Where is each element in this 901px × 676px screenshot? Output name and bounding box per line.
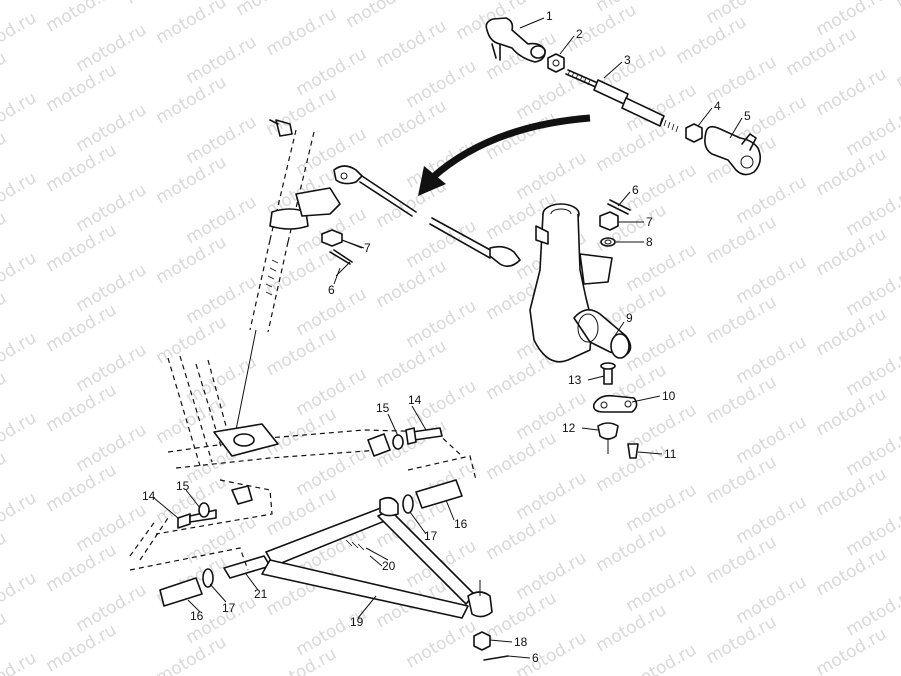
watermark-text: motod.ru [0,288,10,344]
callout-1: 1 [546,9,553,23]
leader-lines [153,17,743,659]
callout-6-knuckle: 6 [632,183,639,197]
callout-6-column: 6 [328,283,335,297]
callout-7-knuckle: 7 [646,215,653,229]
watermark-text: motod.ru [0,528,10,584]
watermark-text: motod.ru [0,8,40,64]
callout-6-bottom: 6 [532,651,539,665]
inner-tie-rod [333,165,521,268]
watermark-text: motod.ru [0,128,10,184]
callout-15-left: 15 [176,479,190,493]
watermark-text: motod.ru [0,408,40,464]
assembly-arrow [418,114,591,196]
watermark-text: motod.ru [153,0,231,48]
watermark-text: motod.ru [893,0,901,12]
watermark-text: motod.ru [0,48,10,104]
callout-labels: 1 2 3 4 5 6 7 8 7 6 9 10 13 12 11 14 15 … [142,9,751,665]
watermark-text: motod.ru [123,0,201,8]
watermark-text: motod.ru [263,4,341,60]
callout-5: 5 [744,109,751,123]
watermark-text: motod.ru [0,488,40,544]
callout-8: 8 [646,235,653,249]
watermark-text: motod.ru [623,640,701,676]
watermark-text: motod.ru [0,568,40,624]
watermark-text: motod.ru [893,36,901,92]
callout-11: 11 [664,447,677,461]
callout-18: 18 [514,635,528,649]
callout-9: 9 [626,311,633,325]
callout-13: 13 [568,373,582,387]
watermark-text: motod.ru [0,248,40,304]
watermark-text: motod.ru [0,208,10,264]
watermark-text: motod.ru [0,88,40,144]
watermark-text: motod.ru [373,16,451,72]
callout-14-right: 14 [408,393,422,407]
callout-4: 4 [714,99,721,113]
callout-3: 3 [624,53,631,67]
tie-rod-exploded [485,17,762,176]
callout-16-left: 16 [190,609,204,623]
watermark-text: motod.ru [43,0,121,36]
callout-17-right: 17 [424,529,438,543]
callout-12: 12 [562,421,576,435]
frame-outline [129,355,463,561]
callout-17-left: 17 [222,601,236,615]
frame-bolts [177,427,443,529]
watermark-text: motod.ru [0,168,40,224]
steering-knuckle [529,203,632,363]
watermark-text: motod.ru [403,616,481,672]
callout-7-column: 7 [364,241,371,255]
knuckle-small-parts [599,199,631,247]
callout-21: 21 [254,587,268,601]
watermark-text: motod.ru [0,608,10,664]
watermark-text: motod.ru [0,328,40,384]
callout-10: 10 [662,389,676,403]
watermark-text: motod.ru [813,64,891,120]
callout-20: 20 [382,559,396,573]
ball-joint-parts [592,362,639,459]
watermark-text: motod.ru [0,648,40,676]
watermark-text: motod.ru [0,368,10,424]
watermark-text: motod.ru [0,448,10,504]
callout-19: 19 [350,615,364,629]
ball-joint-nut [473,631,509,661]
watermark-text: motod.ru [233,0,311,20]
callout-14-left: 14 [142,489,156,503]
bushings [129,455,477,607]
callout-15-right: 15 [376,401,390,415]
callout-2: 2 [576,27,583,41]
steering-column [235,119,341,431]
watermark-text: motod.ru [343,0,421,32]
a-arm [223,496,493,619]
callout-16-right: 16 [454,517,468,531]
